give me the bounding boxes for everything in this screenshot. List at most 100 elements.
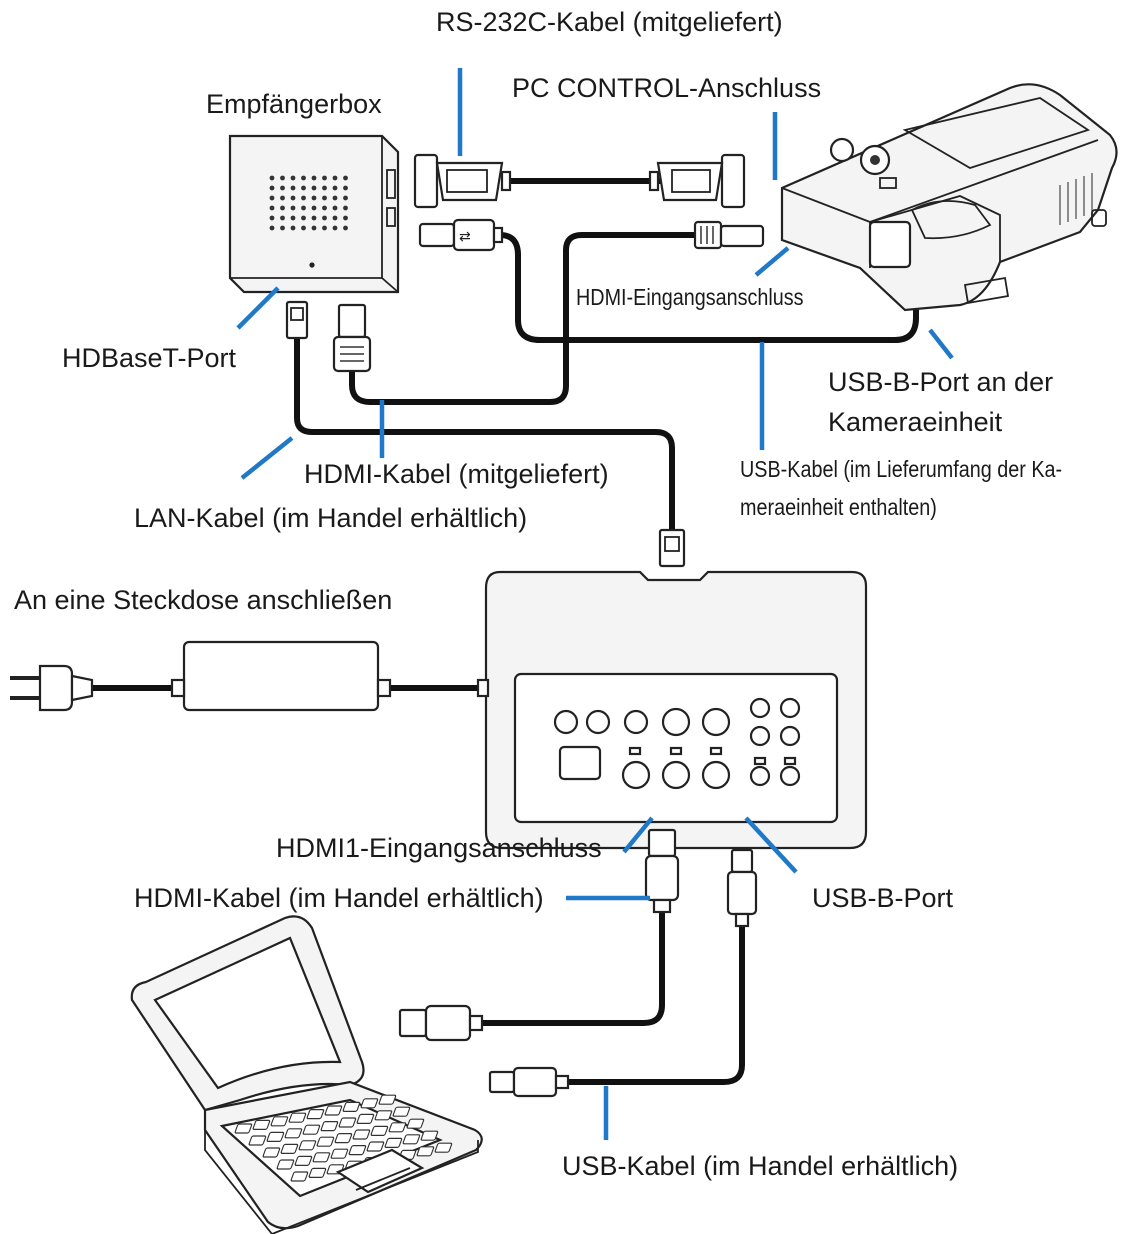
vent-hole (290, 225, 296, 231)
label-hdmi1-input-port: HDMI1-Eingangsanschluss (276, 833, 602, 863)
vent-hole (311, 225, 317, 231)
usb-camera-cable (497, 232, 919, 343)
vent-hole (290, 215, 296, 221)
vent-hole (332, 185, 338, 191)
vent-hole (343, 195, 348, 201)
hdmi-supplied-cable (349, 232, 698, 405)
label-rs232c-cable: RS-232C-Kabel (mitgeliefert) (436, 7, 783, 37)
receiver-box-icon (228, 134, 400, 294)
vent-hole (269, 215, 275, 221)
vent-hole (343, 225, 348, 231)
vent-hole (301, 225, 306, 231)
laptop-key (392, 1106, 411, 1117)
vent-hole (311, 215, 317, 221)
laptop-key (248, 1135, 267, 1146)
vent-hole (332, 205, 338, 211)
vent-hole (269, 225, 275, 231)
laptop-key (434, 1142, 453, 1153)
laptop-key (406, 1118, 425, 1129)
vent-hole (343, 215, 348, 221)
laptop-key (280, 1143, 299, 1155)
vent-hole (322, 225, 327, 231)
laptop-key (330, 1148, 349, 1159)
rs232c-connector-icon (413, 153, 746, 209)
label-hdmi-cable-supplied: HDMI-Kabel (mitgeliefert) (304, 459, 609, 489)
laptop-key (252, 1119, 271, 1131)
laptop-key (294, 1155, 313, 1167)
vent-hole (332, 195, 338, 201)
vent-hole (311, 175, 317, 181)
svg-text:⇄: ⇄ (459, 229, 471, 245)
vent-hole (332, 215, 338, 221)
vent-hole (269, 175, 275, 181)
vent-hole (311, 205, 317, 211)
laptop-icon (130, 915, 483, 1234)
label-lan-cable: LAN-Kabel (im Handel erhältlich) (134, 503, 528, 533)
vent-hole (301, 195, 306, 201)
laptop-key (402, 1134, 421, 1145)
vent-hole (322, 185, 327, 191)
vent-hole (343, 185, 348, 191)
laptop-key (378, 1094, 397, 1105)
switcher-buttons (553, 697, 801, 790)
hdmi-connector-icon (398, 1004, 484, 1042)
laptop-key (420, 1130, 439, 1141)
laptop-key (356, 1113, 375, 1125)
power-plug-icon (10, 664, 94, 712)
vent-hole (332, 175, 338, 181)
lan-cable (294, 335, 675, 533)
label-usb-b-port: USB-B-Port (812, 883, 954, 913)
vent-hole (301, 205, 306, 211)
usb-connector-icon (726, 848, 758, 928)
label-usb-b-port-camera-line2: Kameraeinheit (828, 407, 1003, 437)
label-receiver-box: Empfängerbox (206, 89, 382, 119)
vent-hole (290, 175, 296, 181)
laptop-key (262, 1147, 281, 1158)
label-pc-control-port: PC CONTROL-Anschluss (512, 73, 822, 103)
label-usb-cable-camera-line2: meraeinheit enthalten) (740, 494, 937, 520)
usb-connector-icon (488, 1066, 570, 1098)
leader-lines (236, 68, 954, 1140)
laptop-key (312, 1152, 331, 1163)
label-power-outlet: An eine Steckdose anschließen (14, 585, 393, 615)
leader-hdbaset (236, 286, 280, 330)
vent-hole (343, 205, 348, 211)
laptop-key (338, 1117, 357, 1128)
laptop-key (324, 1105, 343, 1116)
vent-hole (343, 175, 348, 181)
power-adapter-icon (170, 640, 392, 712)
vent-hole (311, 195, 317, 201)
laptop-key (360, 1098, 379, 1109)
hdmi-connector-icon (644, 828, 680, 914)
vent-hole (290, 205, 296, 211)
lan-connector-icon (658, 528, 686, 568)
vent-hole (311, 185, 317, 191)
projector-icon (780, 83, 1118, 312)
cables (89, 178, 919, 1085)
laptop-key (374, 1110, 393, 1121)
vent-hole (322, 205, 327, 211)
laptop-key (288, 1112, 307, 1123)
vent-hole (332, 225, 338, 231)
vent-hole (322, 215, 327, 221)
vent-hole (322, 195, 327, 201)
label-hdbaset-port: HDBaseT-Port (62, 343, 237, 373)
vent-hole (301, 175, 306, 181)
switcher-box-icon (476, 570, 868, 850)
laptop-key (290, 1171, 309, 1182)
vent-hole (280, 225, 285, 231)
laptop-key (308, 1167, 327, 1179)
leader-usb-b-camera (928, 328, 954, 360)
laptop-key (266, 1131, 285, 1143)
laptop-key (302, 1124, 321, 1135)
vent-hole (269, 195, 275, 201)
vent-hole (290, 195, 296, 201)
laptop-key (334, 1132, 353, 1144)
vent-hole (280, 215, 285, 221)
laptop-key (234, 1123, 253, 1134)
laptop-key (384, 1137, 403, 1149)
laptop-key (284, 1128, 303, 1139)
laptop-key (370, 1125, 389, 1137)
